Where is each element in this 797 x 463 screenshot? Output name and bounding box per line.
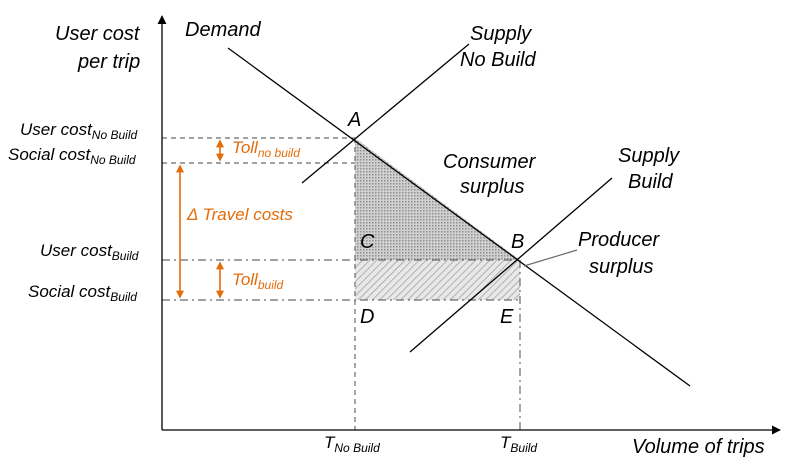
point-e-label: E (500, 306, 514, 328)
supply-build-line (409, 177, 613, 353)
consumer-surplus-label-line1: Consumer (443, 151, 537, 173)
toll-no-build-label: Tollno build (232, 138, 300, 160)
point-d-label: D (360, 306, 374, 328)
delta-travel-costs-label: Δ Travel costs (186, 205, 293, 224)
social-cost-build-label: Social costBuild (28, 282, 137, 304)
consumer-surplus-label-line2: surplus (460, 176, 524, 198)
producer-surplus-label-line2: surplus (589, 256, 653, 278)
user-cost-no-build-label: User costNo Build (20, 120, 137, 142)
supply-no-build-line (301, 43, 470, 184)
y-axis-title-line1: User cost (55, 23, 141, 45)
demand-line (227, 47, 691, 387)
supply-no-build-label-line1: Supply (470, 23, 532, 45)
social-cost-no-build-label: Social costNo Build (8, 145, 136, 167)
producer-surplus-pointer (523, 249, 578, 267)
producer-surplus-label-line1: Producer (578, 229, 660, 251)
t-build-label: TBuild (500, 433, 537, 455)
toll-build-label: Tollbuild (232, 270, 284, 292)
supply-no-build-label-line2: No Build (460, 49, 536, 71)
y-axis-title-line2: per trip (77, 51, 140, 73)
supply-build-label-line1: Supply (618, 145, 680, 167)
producer-surplus-region (355, 260, 520, 300)
x-axis-title: Volume of trips (632, 436, 765, 458)
point-c-label: C (360, 231, 375, 253)
t-no-build-label: TNo Build (324, 433, 380, 455)
point-a-label: A (347, 109, 361, 131)
demand-label: Demand (185, 19, 261, 41)
point-b-label: B (511, 231, 524, 253)
supply-build-label-line2: Build (628, 171, 673, 193)
consumer-surplus-region (355, 138, 520, 260)
user-cost-build-label: User costBuild (40, 241, 139, 263)
